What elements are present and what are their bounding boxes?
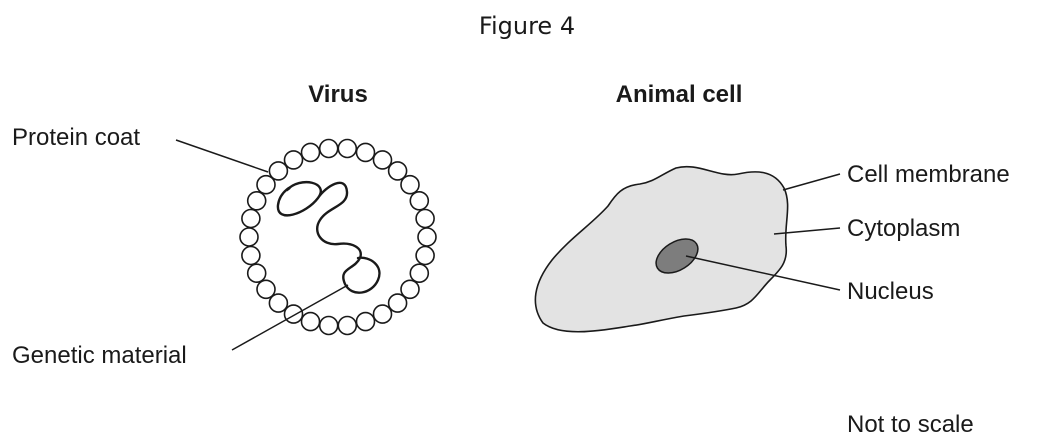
protein-coat-leader — [176, 140, 268, 172]
protein-coat-capsomere — [338, 317, 356, 335]
protein-coat-capsomere — [257, 280, 275, 298]
figure-title: Figure 4 — [479, 12, 575, 40]
protein-coat-label: Protein coat — [12, 124, 140, 151]
protein-coat — [240, 140, 436, 335]
cell-membrane-leader — [783, 174, 840, 190]
protein-coat-capsomere — [242, 247, 260, 265]
cytoplasm-label: Cytoplasm — [847, 215, 960, 242]
protein-coat-capsomere — [248, 192, 266, 210]
protein-coat-capsomere — [302, 143, 320, 161]
protein-coat-capsomere — [338, 140, 356, 158]
protein-coat-capsomere — [418, 228, 436, 246]
protein-coat-capsomere — [416, 247, 434, 265]
virus-panel: Virus Protein coat Genetic material — [12, 81, 436, 369]
animal-cell-title: Animal cell — [616, 81, 743, 108]
protein-coat-capsomere — [320, 140, 338, 158]
protein-coat-capsomere — [285, 151, 303, 169]
protein-coat-capsomere — [416, 210, 434, 228]
animal-cell-panel: Animal cell Cell membrane Cytoplasm Nucl… — [535, 81, 1009, 332]
nucleus-label: Nucleus — [847, 278, 934, 305]
cell-membrane-label: Cell membrane — [847, 161, 1010, 188]
protein-coat-capsomere — [410, 192, 428, 210]
protein-coat-capsomere — [320, 317, 338, 335]
protein-coat-capsomere — [242, 210, 260, 228]
virus-title: Virus — [308, 81, 368, 108]
protein-coat-capsomere — [374, 151, 392, 169]
not-to-scale-note: Not to scale — [847, 411, 974, 438]
cell-membrane — [535, 167, 787, 332]
genetic-material-strand — [278, 182, 380, 293]
protein-coat-capsomere — [240, 228, 258, 246]
protein-coat-capsomere — [269, 162, 287, 180]
genetic-material-label: Genetic material — [12, 342, 187, 369]
protein-coat-capsomere — [248, 264, 266, 282]
protein-coat-capsomere — [410, 264, 428, 282]
protein-coat-capsomere — [389, 294, 407, 312]
protein-coat-capsomere — [302, 313, 320, 331]
protein-coat-capsomere — [374, 305, 392, 323]
protein-coat-capsomere — [401, 176, 419, 194]
protein-coat-capsomere — [357, 313, 375, 331]
protein-coat-capsomere — [285, 305, 303, 323]
protein-coat-capsomere — [357, 143, 375, 161]
